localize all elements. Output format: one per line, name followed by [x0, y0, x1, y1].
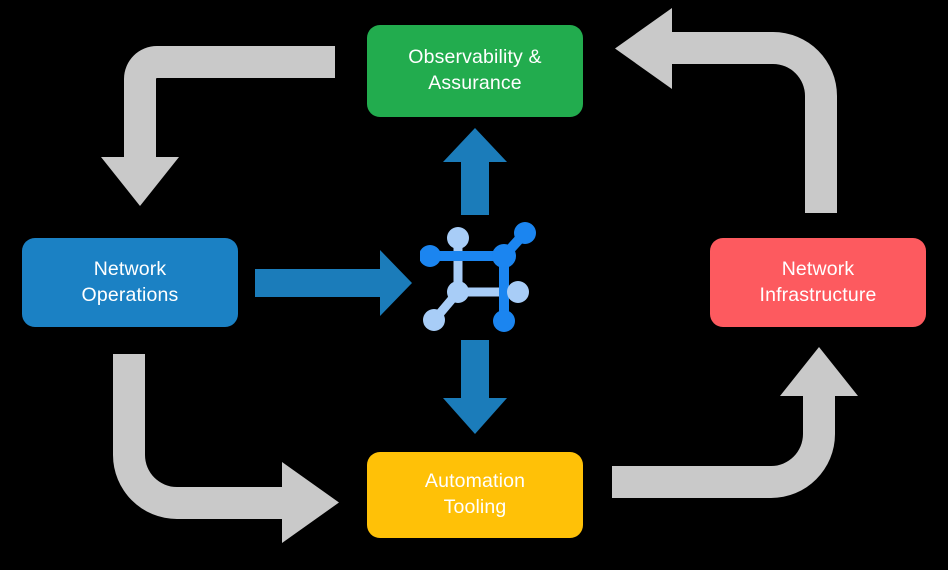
node-network-infrastructure[interactable]: Network Infrastructure: [710, 238, 926, 327]
connector-center-to-observability: [443, 128, 507, 215]
connector-automation-to-infrastructure: [612, 347, 858, 498]
connector-operations-to-center: [255, 250, 412, 316]
network-mesh-icon: [419, 220, 536, 336]
node-observability-label: Observability & Assurance: [408, 46, 542, 94]
node-network-operations[interactable]: Network Operations: [22, 238, 238, 327]
node-automation-tooling[interactable]: Automation Tooling: [367, 452, 583, 538]
connector-operations-to-automation: [113, 354, 339, 543]
connector-infrastructure-to-observability: [615, 8, 837, 213]
node-automation-label: Automation Tooling: [424, 470, 526, 518]
connector-observability-to-operations: [101, 46, 335, 206]
node-observability-assurance[interactable]: Observability & Assurance: [367, 25, 583, 117]
connector-center-to-automation: [443, 340, 507, 434]
node-infrastructure-label: Network Infrastructure: [759, 257, 877, 306]
node-operations-label: Network Operations: [81, 257, 179, 306]
